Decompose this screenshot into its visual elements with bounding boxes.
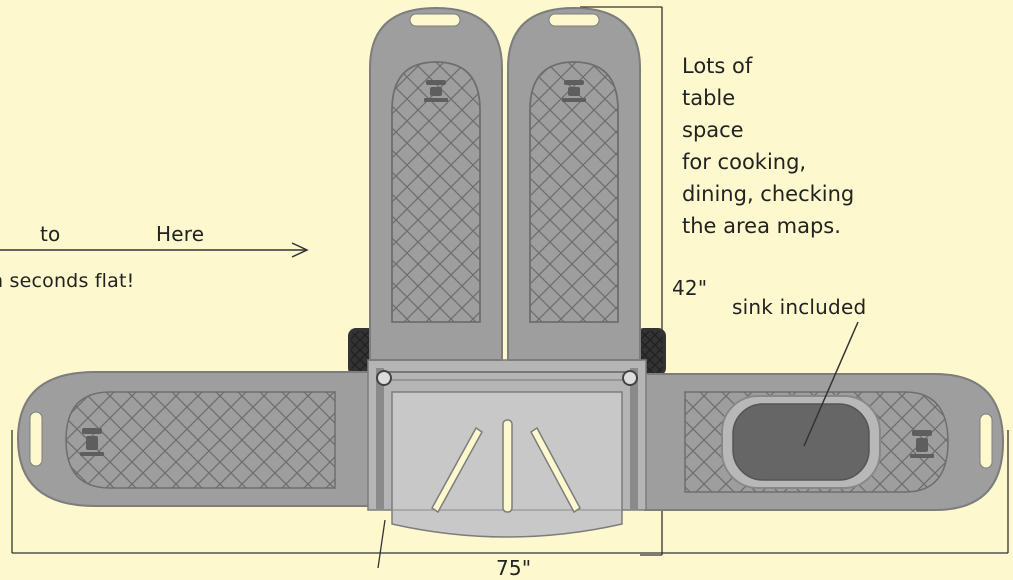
logo-icon-top-right bbox=[562, 80, 586, 102]
left-table-panel bbox=[16, 371, 381, 507]
description-line: dining, checking bbox=[682, 182, 855, 206]
description-line: space bbox=[682, 118, 744, 142]
right-table-panel bbox=[644, 373, 1005, 511]
logo-icon-top-left bbox=[424, 80, 448, 102]
table-diagram bbox=[0, 6, 1009, 568]
tray-slots bbox=[431, 419, 581, 514]
arrow-label-here: Here bbox=[156, 222, 205, 246]
width-dimension-line bbox=[11, 430, 1009, 554]
width-dimension-label: 75" bbox=[496, 556, 532, 580]
seconds-flat-text: n seconds flat! bbox=[0, 270, 135, 292]
logo-icon-left bbox=[80, 428, 104, 456]
height-dimension-label: 42" bbox=[672, 276, 708, 300]
arrow-label-to: to bbox=[40, 222, 61, 246]
description-line: the area maps. bbox=[682, 214, 841, 238]
pointer-line bbox=[377, 519, 386, 568]
description-line: table bbox=[682, 86, 736, 110]
sink-label: sink included bbox=[732, 295, 867, 319]
description-text: Lots of table space for cooking, dining,… bbox=[682, 50, 854, 242]
direction-arrow bbox=[0, 242, 309, 258]
center-tray bbox=[391, 391, 623, 538]
description-line: Lots of bbox=[682, 54, 753, 78]
top-right-table-panel bbox=[507, 6, 641, 361]
logo-icon-right bbox=[910, 430, 934, 458]
sink-basin bbox=[721, 395, 881, 489]
sink-pointer-line bbox=[803, 321, 859, 447]
top-left-table-panel bbox=[369, 6, 503, 361]
description-line: for cooking, bbox=[682, 150, 807, 174]
